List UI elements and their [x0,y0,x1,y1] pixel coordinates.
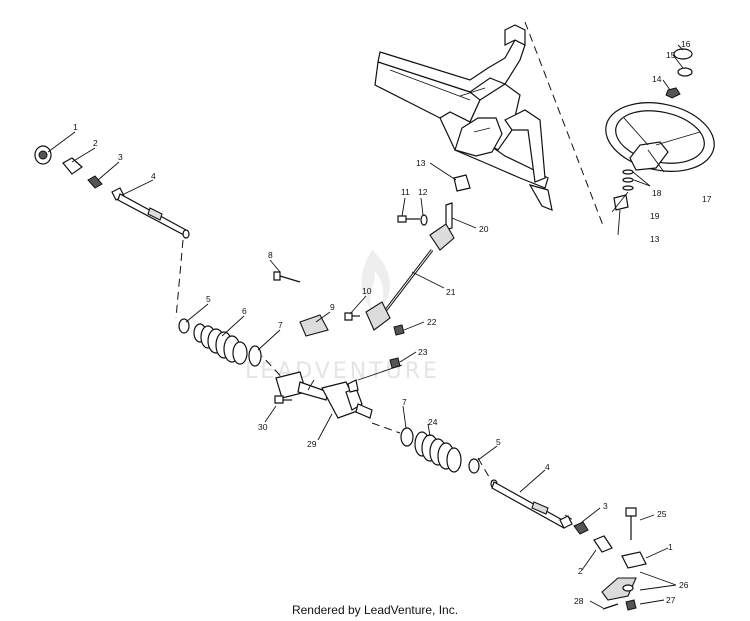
callout-13-lower: 13 [650,234,660,244]
callout-28: 28 [574,596,584,606]
callout-7-right: 7 [402,397,407,407]
callout-2: 2 [93,138,98,148]
callout-leaders [47,44,684,609]
steering-shaft [357,202,455,381]
callout-6: 6 [242,306,247,316]
callout-19: 19 [650,211,660,221]
callout-14: 14 [652,74,662,84]
callout-20: 20 [479,224,489,234]
callout-12: 12 [418,187,428,197]
callout-23: 23 [418,347,428,357]
watermark: LEADVENTURE [245,250,440,384]
boot-left [178,318,262,367]
frame [374,24,553,211]
bushing [453,174,471,192]
dashed-leaders [175,21,605,523]
callout-10: 10 [362,286,372,296]
callout-4: 4 [151,171,156,181]
callout-24: 24 [428,417,438,427]
callout-4-right: 4 [545,462,550,472]
callout-22: 22 [427,317,437,327]
callout-3: 3 [118,152,123,162]
rack-housing [274,371,373,419]
callout-17: 17 [702,194,712,204]
wheel-hardware [613,48,693,211]
callout-labels: 1 2 3 4 5 6 7 8 9 10 11 12 13 16 15 14 1… [73,39,712,606]
callout-2-right: 2 [578,566,583,576]
watermark-text: LEADVENTURE [245,359,440,384]
callout-26: 26 [679,580,689,590]
callout-7: 7 [278,320,283,330]
callout-5-right: 5 [496,437,501,447]
callout-29: 29 [307,439,317,449]
callout-5: 5 [206,294,211,304]
callout-30: 30 [258,422,268,432]
callout-16: 16 [681,39,691,49]
callout-8: 8 [268,250,273,260]
callout-25: 25 [657,509,667,519]
callout-13-upper: 13 [416,158,426,168]
callout-18: 18 [652,188,662,198]
footer-credit: Rendered by LeadVenture, Inc. [291,603,459,617]
callout-15: 15 [666,50,676,60]
callout-1: 1 [73,122,78,132]
callout-1-right: 1 [668,542,673,552]
tie-rod-right [490,479,647,611]
callout-11: 11 [401,187,410,197]
tie-rod-left [34,145,190,239]
bolt-group-upper [273,214,428,337]
callout-21: 21 [446,287,456,297]
callout-3-right: 3 [603,501,608,511]
callout-9: 9 [330,302,335,312]
steering-wheel [605,102,715,173]
callout-27: 27 [666,595,676,605]
boot-right [400,427,480,474]
